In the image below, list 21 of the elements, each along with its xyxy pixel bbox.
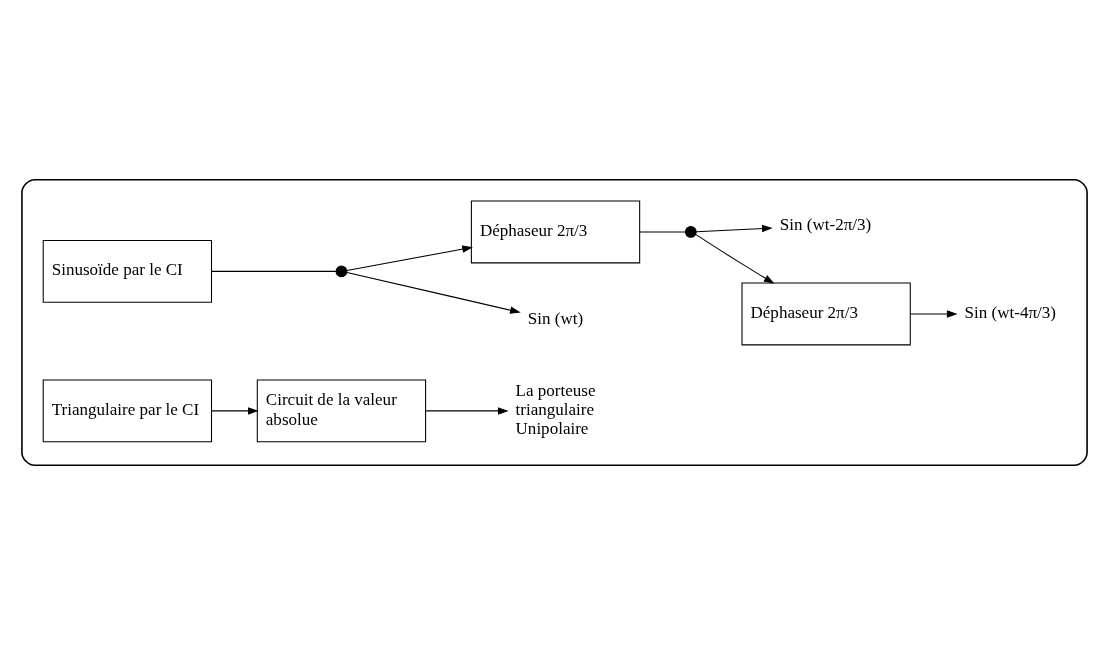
node-circle (684, 226, 697, 238)
arrow (211, 407, 259, 415)
node-box: Déphaseur 2π/3 (470, 200, 641, 264)
arrow (425, 407, 509, 415)
node-box: Triangulaire par le CI (42, 379, 213, 443)
node-circle (335, 265, 348, 278)
node-box: Déphaseur 2π/3 (741, 282, 911, 346)
arrow (346, 271, 521, 314)
node-text: Sin (wt-4π/3) (964, 303, 1056, 323)
arrow (695, 234, 775, 284)
node-box: Circuit de la valeur absolue (256, 379, 427, 443)
arrow (909, 310, 958, 318)
cluster (21, 179, 1088, 467)
arrow (346, 245, 473, 272)
node-box: Sinusoïde par le CI (42, 239, 213, 303)
connector (211, 270, 337, 272)
connector (639, 231, 686, 233)
node-text: Sin (wt-2π/3) (779, 214, 872, 234)
node-text: La porteuse triangulaire Unipolaire (515, 380, 596, 439)
node-text: Sin (wt) (527, 309, 584, 329)
arrow (695, 224, 773, 233)
